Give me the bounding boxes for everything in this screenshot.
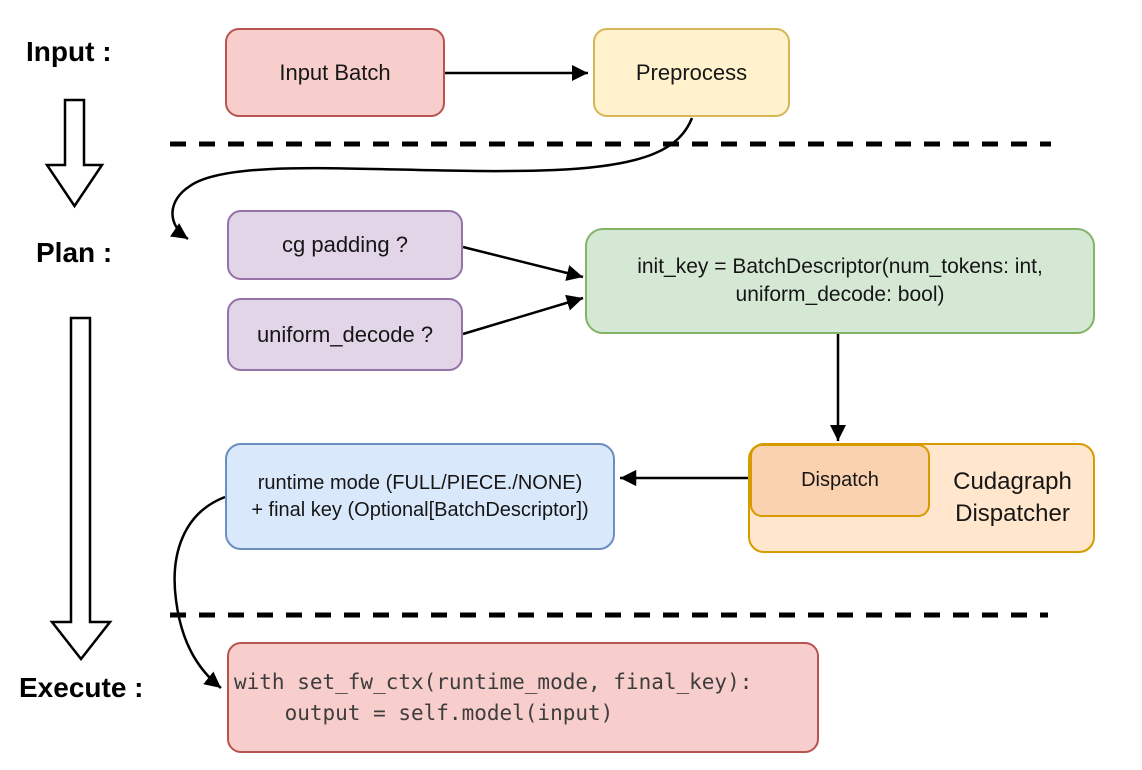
- node-uniform-decode: uniform_decode ?: [227, 298, 463, 371]
- node-runtime-mode: runtime mode (FULL/PIECE./NONE) + final …: [225, 443, 615, 550]
- node-preprocess: Preprocess: [593, 28, 790, 117]
- execute-code-line2: output = self.model(input): [234, 700, 614, 725]
- node-runtime-mode-line1: runtime mode (FULL/PIECE./NONE): [257, 472, 583, 495]
- phase-label-execute: Execute :: [19, 672, 144, 703]
- input-to-plan-arrow: [44, 98, 105, 209]
- plan-to-execute-arrow: [49, 316, 113, 662]
- node-uniform-decode-label: uniform_decode ?: [256, 321, 434, 347]
- curve-preprocess-to-plan: [169, 117, 694, 241]
- node-cg-padding: cg padding ?: [227, 210, 463, 280]
- node-runtime-mode-line2: + final key (Optional[BatchDescriptor]): [251, 498, 589, 521]
- node-init-key: init_key = BatchDescriptor(num_tokens: i…: [585, 228, 1095, 334]
- curve-runtime-mode-to-execute: [173, 495, 226, 689]
- node-dispatch-label: Dispatch: [801, 469, 879, 492]
- cudagraph-label-line1: Cudagraph: [953, 467, 1072, 495]
- node-execute-code: with set_fw_ctx(runtime_mode, final_key)…: [227, 642, 819, 753]
- node-init-key-line1: init_key = BatchDescriptor(num_tokens: i…: [637, 255, 1043, 279]
- arrow-cg-padding-to-init-key: [462, 245, 584, 281]
- execute-code-line1: with set_fw_ctx(runtime_mode, final_key)…: [234, 670, 753, 695]
- phase-label-input: Input :: [26, 36, 112, 67]
- cudagraph-label-line2: Dispatcher: [955, 500, 1070, 527]
- phase-label-plan: Plan :: [36, 237, 113, 268]
- node-input-batch-label: Input Batch: [279, 59, 391, 85]
- node-init-key-line2: uniform_decode: bool): [735, 283, 945, 306]
- node-cg-padding-label: cg padding ?: [282, 232, 408, 258]
- arrow-uniform-decode-to-init-key: [462, 294, 584, 336]
- node-cudagraph-dispatcher-label: Cudagraph Dispatcher: [930, 443, 1095, 553]
- node-input-batch: Input Batch: [225, 28, 445, 117]
- node-dispatch: Dispatch: [750, 444, 930, 517]
- node-preprocess-label: Preprocess: [635, 59, 748, 85]
